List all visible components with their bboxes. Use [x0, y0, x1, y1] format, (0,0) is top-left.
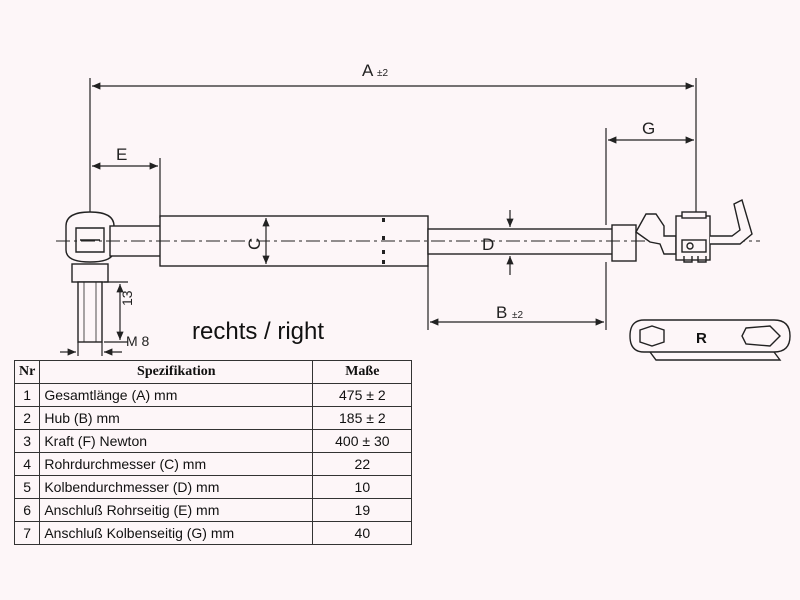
- dimension-b-tolerance: ±2: [512, 310, 523, 321]
- dimension-a-label: A: [362, 61, 374, 80]
- row-spec: Hub (B) mm: [39, 406, 314, 430]
- threaded-stud: [71, 263, 109, 343]
- row-nr: 1: [13, 383, 41, 407]
- dimension-thread-size-label: M 8: [126, 333, 150, 349]
- header-nr: Nr: [13, 360, 41, 384]
- row-spec: Anschluß Rohrseitig (E) mm: [39, 498, 314, 522]
- dimension-e: [92, 158, 161, 218]
- dimension-e-label: E: [116, 145, 127, 164]
- clip-bracket: [635, 198, 753, 263]
- dimension-b-label: B: [496, 303, 507, 322]
- table-row: 1 Gesamtlänge (A) mm 475 ± 2: [13, 383, 413, 407]
- dimension-a-tolerance: ±2: [377, 68, 388, 79]
- page-title: rechts / right: [192, 318, 325, 345]
- dimension-c-label: C: [245, 238, 264, 250]
- r-clip-plate: [629, 319, 791, 361]
- dimension-thread-size: [60, 342, 122, 356]
- dimension-g: [605, 128, 694, 225]
- header-spec: Spezifikation: [39, 360, 314, 384]
- row-nr: 3: [13, 429, 41, 453]
- table-header-row: Nr Spezifikation Maße: [13, 360, 413, 384]
- row-nr: 5: [13, 475, 41, 499]
- row-value: 10: [312, 475, 413, 499]
- row-value: 19: [312, 498, 413, 522]
- header-value: Maße: [312, 360, 413, 384]
- row-spec: Kraft (F) Newton: [39, 429, 314, 453]
- eye-fitting: [65, 211, 163, 263]
- table-row: 6 Anschluß Rohrseitig (E) mm 19: [13, 498, 413, 522]
- dimension-b: [427, 262, 607, 330]
- row-value: 400 ± 30: [312, 429, 413, 453]
- row-nr: 7: [13, 521, 41, 545]
- dimension-g-label: G: [642, 119, 655, 138]
- row-value: 475 ± 2: [312, 383, 413, 407]
- table-row: 3 Kraft (F) Newton 400 ± 30: [13, 429, 413, 453]
- dimension-a: [89, 78, 697, 230]
- dimension-thread-length: [104, 281, 128, 343]
- row-value: 22: [312, 452, 413, 476]
- row-value: 185 ± 2: [312, 406, 413, 430]
- table-row: 4 Rohrdurchmesser (C) mm 22: [13, 452, 413, 476]
- table-row: 5 Kolbendurchmesser (D) mm 10: [13, 475, 413, 499]
- tube-markings: [382, 218, 385, 264]
- dimension-thread-length-label: 13: [119, 290, 135, 306]
- row-spec: Gesamtlänge (A) mm: [39, 383, 314, 407]
- dimension-d-label: D: [482, 235, 494, 254]
- side-label: R: [696, 330, 707, 347]
- specification-table: Nr Spezifikation Maße 1 Gesamtlänge (A) …: [13, 360, 413, 545]
- table-row: 2 Hub (B) mm 185 ± 2: [13, 406, 413, 430]
- row-nr: 2: [13, 406, 41, 430]
- table-row: 7 Anschluß Kolbenseitig (G) mm 40: [13, 521, 413, 545]
- piston-rod: [427, 224, 637, 262]
- row-spec: Kolbendurchmesser (D) mm: [39, 475, 314, 499]
- row-value: 40: [312, 521, 413, 545]
- row-nr: 6: [13, 498, 41, 522]
- row-nr: 4: [13, 452, 41, 476]
- row-spec: Anschluß Kolbenseitig (G) mm: [39, 521, 314, 545]
- row-spec: Rohrdurchmesser (C) mm: [39, 452, 314, 476]
